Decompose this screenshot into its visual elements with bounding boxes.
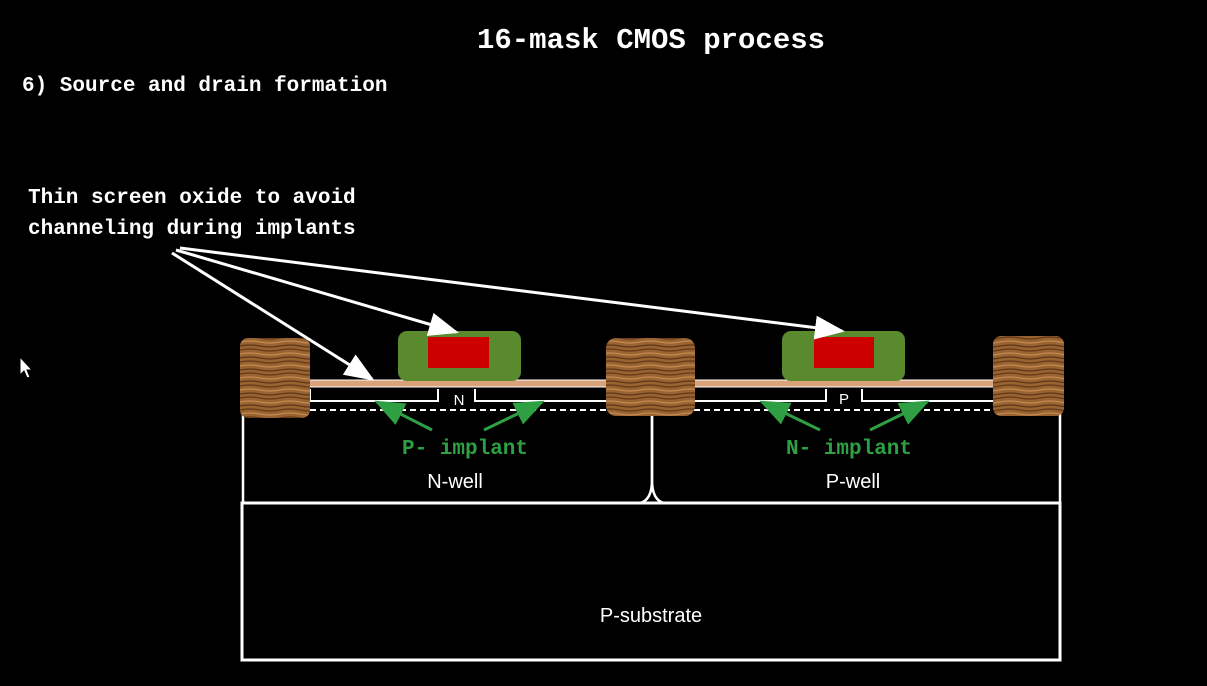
mouse-cursor-icon [19, 355, 34, 379]
p-well [650, 412, 1062, 505]
field-oxide-right [993, 336, 1064, 416]
screen-oxide-left [307, 379, 611, 388]
p-implant-arrow-right [483, 400, 545, 432]
step-heading: 6) Source and drain formation [22, 75, 387, 98]
arrow-to-pmos-gate-oxide [175, 248, 459, 336]
arrow-to-screen-oxide [171, 251, 375, 381]
pwell-source-region [693, 389, 827, 402]
arrow-to-nmos-gate-oxide [179, 246, 845, 340]
p-contact-label: P [839, 391, 849, 408]
n-implant-label: N- implant [786, 438, 912, 461]
page-title: 16-mask CMOS process [477, 24, 825, 57]
field-oxide-left [240, 338, 310, 418]
nwell-drain-region [474, 389, 609, 402]
p-implant-arrow-left [374, 400, 433, 432]
p-well-label: P-well [826, 471, 880, 493]
annotation-line-1: Thin screen oxide to avoid [28, 187, 356, 210]
n-implant-arrow-left [759, 400, 821, 432]
annotation-line-2: channeling during implants [28, 218, 356, 241]
p-substrate [240, 501, 1062, 662]
pwell-drain-region [861, 389, 995, 402]
field-oxide-middle [606, 338, 695, 416]
p-substrate-label: P-substrate [600, 605, 702, 627]
nmos-gate-poly [814, 337, 874, 368]
pmos-gate-poly [428, 337, 489, 368]
p-implant-label: P- implant [402, 438, 528, 461]
nwell-source-region [309, 389, 439, 402]
n-contact-label: N [454, 392, 465, 409]
n-well-label: N-well [427, 471, 483, 493]
n-implant-arrow-right [869, 400, 930, 432]
screen-oxide-right [691, 379, 997, 388]
